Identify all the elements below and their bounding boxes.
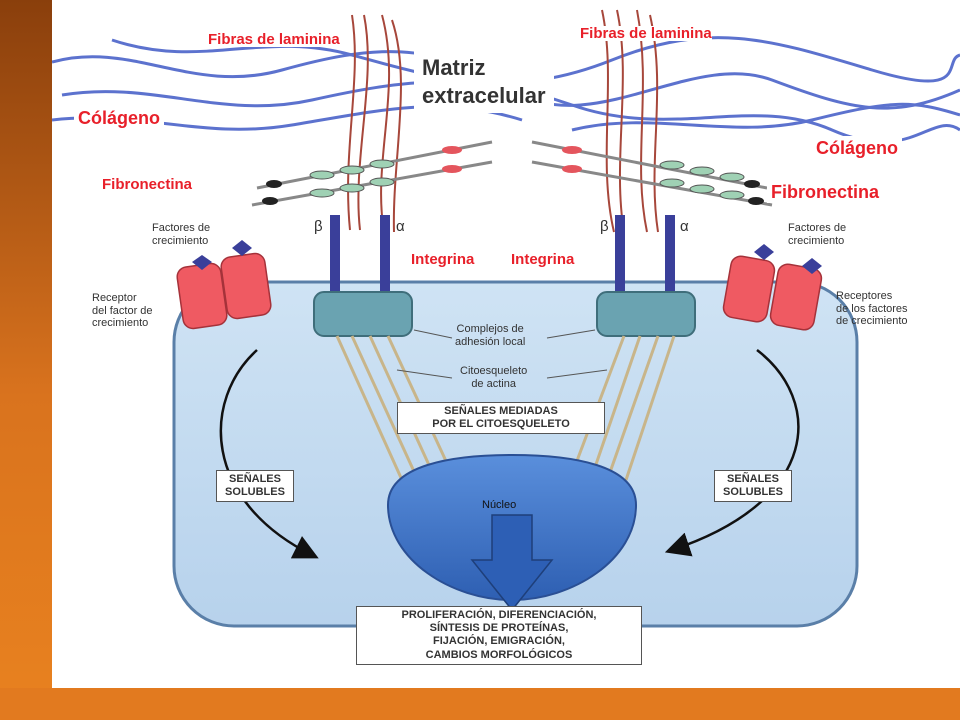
label-growth-factors-left-1: Factores de bbox=[152, 222, 211, 234]
label-receptor-left-2: del factor de bbox=[92, 304, 153, 317]
orange-frame-left bbox=[0, 0, 52, 720]
label-receptor-left-1: Receptor bbox=[92, 292, 137, 304]
box-outcomes-1: PROLIFERACIÓN, DIFERENCIACIÓN, bbox=[401, 609, 597, 621]
label-beta-left: β bbox=[314, 218, 323, 235]
label-cytoskeleton: Citoesqueleto de actina bbox=[460, 365, 527, 390]
label-laminin-right: Fibras de laminina bbox=[580, 25, 712, 42]
label-receptor-right: Receptores de los factores de crecimient… bbox=[836, 290, 908, 328]
soluble-arrow-right bbox=[664, 349, 800, 557]
orange-frame-bottom bbox=[0, 688, 960, 720]
label-cytoskeleton-1: Citoesqueleto bbox=[460, 365, 528, 377]
box-outcomes-4: CAMBIOS MORFOLÓGICOS bbox=[425, 648, 573, 661]
label-adhesion-2: adhesión local bbox=[455, 335, 526, 348]
box-soluble-right: SEÑALES SOLUBLES bbox=[714, 470, 792, 503]
box-soluble-left: SEÑALES SOLUBLES bbox=[216, 470, 294, 503]
label-receptor-right-1: Receptores bbox=[836, 290, 893, 302]
pointer-lines bbox=[396, 329, 608, 379]
ecm-diagram: Fibras de laminina Fibras de laminina Ma… bbox=[52, 0, 960, 688]
label-fibronectin-left: Fibronectina bbox=[98, 175, 197, 194]
label-matrix: Matriz extracelular bbox=[414, 50, 554, 113]
label-growth-factors-right-1: Factores de bbox=[788, 222, 847, 234]
label-adhesion-1: Complejos de bbox=[456, 323, 524, 335]
soluble-arrow-left bbox=[219, 349, 319, 559]
label-laminin-left: Fibras de laminina bbox=[208, 31, 340, 48]
label-nucleus: Núcleo bbox=[482, 499, 517, 511]
label-collagen-left: Cólágeno bbox=[74, 106, 165, 130]
adhesion-complexes bbox=[313, 291, 696, 337]
label-growth-factors-left-2: crecimiento bbox=[152, 234, 209, 247]
label-adhesion: Complejos de adhesión local bbox=[455, 323, 525, 348]
label-fibronectin-right: Fibronectina bbox=[767, 181, 884, 203]
label-alpha-right: α bbox=[680, 218, 689, 235]
label-alpha-left: α bbox=[396, 218, 405, 235]
fibronectin-strands bbox=[251, 140, 773, 207]
box-outcomes: PROLIFERACIÓN, DIFERENCIACIÓN, SÍNTESIS … bbox=[356, 606, 642, 665]
box-cytoskeleton-signals-2: POR EL CITOESQUELETO bbox=[432, 418, 570, 431]
label-receptor-right-2: de los factores bbox=[836, 302, 908, 315]
integrin-rods bbox=[330, 215, 675, 295]
box-soluble-left-2: SOLUBLES bbox=[225, 486, 285, 499]
label-growth-factors-right: Factores de crecimiento bbox=[788, 222, 846, 247]
label-receptor-right-3: de crecimiento bbox=[836, 315, 908, 328]
label-matrix-line1: Matriz bbox=[422, 55, 486, 80]
growth-factor-molecules bbox=[192, 240, 822, 274]
box-soluble-right-2: SOLUBLES bbox=[723, 486, 783, 499]
label-collagen-right: Cólágeno bbox=[812, 136, 903, 160]
label-integrin-right: Integrina bbox=[508, 251, 578, 268]
box-cytoskeleton-signals: SEÑALES MEDIADAS POR EL CITOESQUELETO bbox=[397, 402, 605, 435]
box-cytoskeleton-signals-1: SEÑALES MEDIADAS bbox=[444, 405, 558, 417]
laminin-fibers bbox=[347, 9, 659, 233]
label-matrix-line2: extracelular bbox=[422, 82, 546, 108]
box-soluble-left-1: SEÑALES bbox=[229, 473, 281, 485]
nucleus-arrow bbox=[470, 514, 554, 612]
label-receptor-left-3: crecimiento bbox=[92, 317, 149, 330]
label-growth-factors-right-2: crecimiento bbox=[788, 234, 845, 247]
label-growth-factors-left: Factores de crecimiento bbox=[152, 222, 210, 247]
label-integrin-left: Integrina bbox=[408, 251, 478, 268]
box-outcomes-3: FIJACIÓN, EMIGRACIÓN, bbox=[432, 635, 565, 648]
label-receptor-left: Receptor del factor de crecimiento bbox=[92, 292, 153, 330]
label-cytoskeleton-2: de actina bbox=[471, 377, 516, 390]
box-soluble-right-1: SEÑALES bbox=[727, 473, 779, 485]
box-outcomes-2: SÍNTESIS DE PROTEÍNAS, bbox=[429, 622, 569, 635]
label-beta-right: β bbox=[600, 218, 609, 235]
